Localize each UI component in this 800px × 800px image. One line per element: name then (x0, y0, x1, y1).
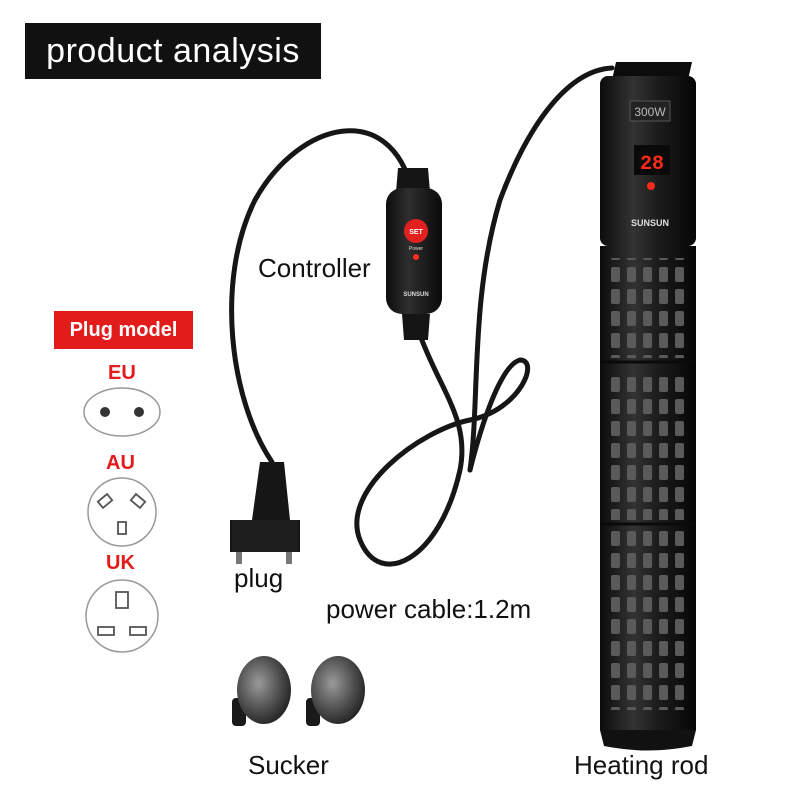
temperature-display: 28 (640, 153, 664, 176)
eu-plug-icon (83, 387, 161, 437)
sucker-left (232, 656, 291, 726)
controller-brand: SUNSUN (403, 292, 428, 298)
set-button-label: SET (409, 229, 423, 236)
plug-model-badge: Plug model (54, 311, 193, 349)
controller-label: Controller (258, 253, 371, 283)
plug-head (230, 462, 300, 564)
sucker-label: Sucker (248, 750, 329, 780)
controller (386, 168, 442, 340)
sucker-right (306, 656, 365, 726)
uk-plug-icon (85, 579, 159, 653)
plug-type-au: AU (106, 452, 135, 474)
plug-type-eu: EU (108, 362, 136, 384)
plug-label: plug (234, 563, 284, 593)
rod-brand: SUNSUN (631, 218, 669, 228)
power-indicator-label: Power (409, 246, 424, 252)
heating-rod-label: Heating rod (574, 750, 709, 780)
heating-rod (600, 62, 696, 751)
au-plug-icon (87, 477, 157, 547)
power-cable-label: power cable:1.2m (326, 594, 532, 624)
power-cable (229, 65, 615, 567)
plug-type-uk: UK (106, 552, 135, 574)
page-title: product analysis (25, 23, 321, 79)
wattage-label: 300W (634, 105, 666, 119)
